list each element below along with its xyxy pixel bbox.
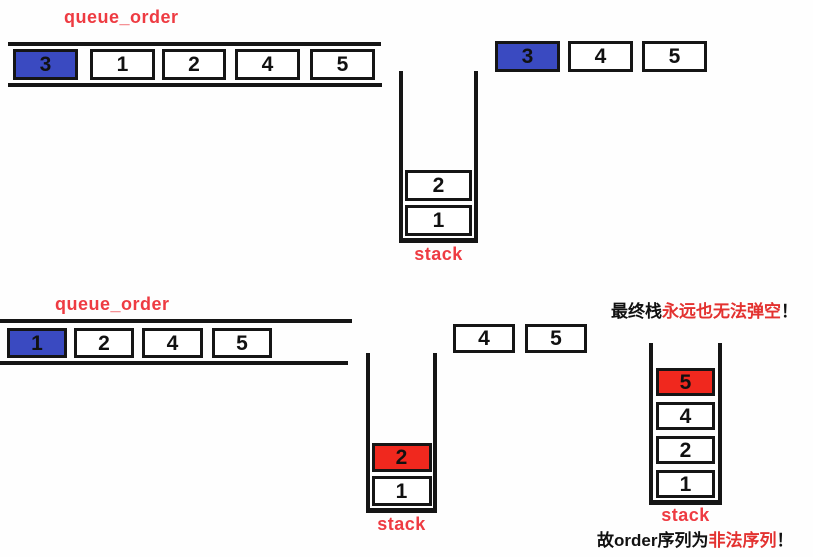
top-queue-item-3: 3 — [13, 49, 78, 80]
mid-stack-item-1: 1 — [371, 476, 432, 506]
final-stack-item-4: 4 — [656, 402, 715, 430]
top-popped-item-3: 3 — [495, 41, 560, 72]
top-popped-item-5: 5 — [642, 41, 707, 72]
final-stack-item-1: 1 — [656, 470, 715, 498]
final-stack-item-5: 5 — [656, 368, 715, 396]
top-stack-item-1: 1 — [405, 205, 472, 236]
bottom-queue-item-5: 5 — [212, 328, 272, 358]
mid-stack-container: 2 1 — [366, 353, 437, 513]
note-final-stack-black-suffix: ！ — [781, 302, 798, 321]
note-conclusion-black-prefix: 故order序列为 — [597, 531, 709, 550]
note-conclusion: 故order序列为非法序列！ — [597, 531, 793, 551]
top-queue-label: queue_order — [64, 7, 179, 27]
bottom-pending-item-4: 4 — [453, 324, 515, 353]
top-queue-item-2: 2 — [162, 49, 226, 80]
top-queue-rail-top — [8, 42, 381, 46]
note-conclusion-red-text: 非法序列 — [708, 531, 777, 550]
mid-stack-item-2: 2 — [371, 443, 432, 472]
final-stack-label: stack — [661, 505, 710, 525]
top-queue-item-5: 5 — [310, 49, 375, 80]
note-final-stack: 最终栈永远也无法弹空！ — [611, 302, 798, 322]
bottom-queue-item-4: 4 — [142, 328, 203, 358]
mid-stack-label: stack — [377, 514, 426, 534]
note-final-stack-black-prefix: 最终栈 — [611, 302, 662, 321]
top-popped-item-4: 4 — [568, 41, 633, 72]
bottom-pending-item-5: 5 — [525, 324, 587, 353]
top-stack-container: 2 1 — [399, 71, 478, 243]
top-queue-item-4: 4 — [235, 49, 300, 80]
top-stack-item-2: 2 — [405, 170, 472, 201]
final-stack-container: 5 4 2 1 — [649, 343, 722, 505]
bottom-queue-rail-top — [0, 319, 352, 323]
top-stack-label: stack — [414, 244, 463, 264]
top-queue-item-1: 1 — [90, 49, 155, 80]
note-final-stack-red-text: 永远也无法弹空 — [662, 302, 781, 321]
top-queue-rail-bottom — [8, 83, 382, 87]
bottom-queue-item-1: 1 — [7, 328, 67, 358]
note-conclusion-black-suffix: ！ — [776, 531, 794, 550]
final-stack-item-2: 2 — [656, 436, 715, 464]
bottom-queue-label: queue_order — [55, 294, 170, 314]
bottom-queue-rail-bottom — [0, 361, 348, 365]
bottom-queue-item-2: 2 — [74, 328, 134, 358]
